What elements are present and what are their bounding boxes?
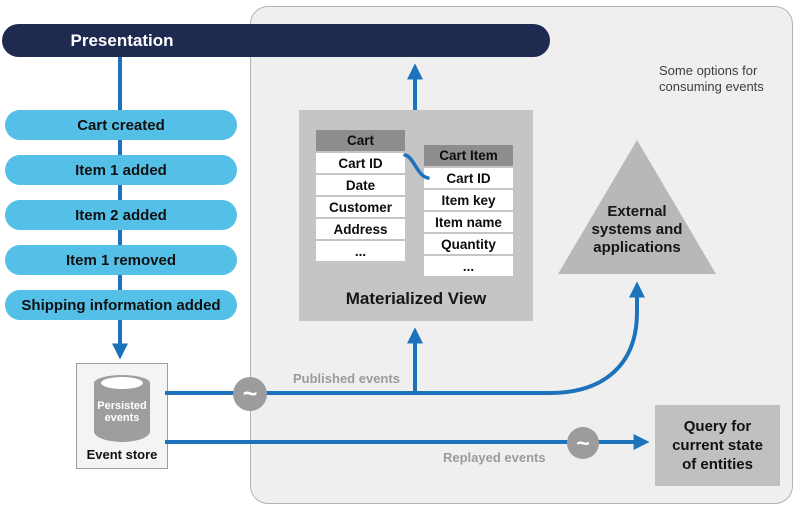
- cart-item-table-row: Cart ID: [424, 168, 513, 188]
- event-pill-label: Shipping information added: [21, 296, 221, 314]
- event-pill-label: Item 1 removed: [65, 251, 177, 269]
- cart-table-row: Cart ID: [316, 153, 405, 173]
- event-pill-item2-added: Item 2 added: [5, 200, 237, 230]
- cart-item-table: Cart Item Cart ID Item key Item name Qua…: [424, 145, 513, 276]
- cart-table: Cart Cart ID Date Customer Address ...: [316, 130, 405, 261]
- persisted-events-line2: events: [104, 412, 140, 424]
- cart-item-table-row: Item key: [424, 190, 513, 210]
- materialized-view-label: Materialized View: [345, 289, 487, 308]
- cart-item-table-row: Item name: [424, 212, 513, 232]
- replayed-event-stream-icon: ~: [567, 427, 599, 459]
- event-pill-shipping-added: Shipping information added: [5, 290, 237, 320]
- database-cylinder-icon: [94, 382, 150, 442]
- query-current-state-box: Query for current state of entities: [655, 405, 780, 486]
- options-caption: Some options for consuming events: [659, 63, 764, 95]
- tilde-glyph: ~: [576, 430, 590, 456]
- external-systems-line2: systems and: [591, 221, 683, 238]
- options-caption-line2: consuming events: [659, 79, 764, 94]
- cartid-relationship-curve: [403, 153, 430, 180]
- presentation-label: Presentation: [70, 31, 174, 50]
- event-pill-cart-created: Cart created: [5, 110, 237, 140]
- cart-table-row: Customer: [316, 197, 405, 217]
- event-pill-item1-added: Item 1 added: [5, 155, 237, 185]
- event-pill-label: Item 1 added: [75, 161, 167, 179]
- external-systems-line3: applications: [593, 239, 681, 256]
- event-pill-label: Cart created: [77, 116, 165, 134]
- presentation-pill: Presentation: [2, 24, 550, 57]
- tilde-glyph: ~: [242, 380, 258, 408]
- persisted-events-label: Persisted events: [94, 400, 150, 424]
- cart-item-table-header: Cart Item: [424, 145, 513, 166]
- event-store-label: Event store: [86, 447, 158, 462]
- replayed-events-label: Replayed events: [443, 450, 546, 465]
- query-box-line3: of entities: [682, 456, 753, 473]
- published-events-line-to-triangle-arrow: [165, 281, 645, 395]
- query-box-line2: current state: [672, 437, 763, 454]
- options-caption-line1: Some options for: [659, 63, 758, 78]
- cart-table-row: Address: [316, 219, 405, 239]
- external-systems-label: External systems and applications: [558, 203, 716, 257]
- database-cylinder-icon: [101, 377, 143, 389]
- external-systems-line1: External: [607, 203, 667, 220]
- query-box-line1: Query for: [683, 418, 752, 435]
- materialized-view-box: Cart Cart ID Date Customer Address ... C…: [299, 110, 533, 321]
- published-event-stream-icon: ~: [233, 377, 267, 411]
- cart-table-row: Date: [316, 175, 405, 195]
- cart-item-table-row: ...: [424, 256, 513, 276]
- event-pill-label: Item 2 added: [75, 206, 167, 224]
- published-events-label: Published events: [293, 371, 400, 386]
- cart-item-table-row: Quantity: [424, 234, 513, 254]
- event-pill-item1-removed: Item 1 removed: [5, 245, 237, 275]
- cart-table-row: ...: [316, 241, 405, 261]
- cart-table-header: Cart: [316, 130, 405, 151]
- persisted-events-line1: Persisted: [97, 400, 147, 412]
- event-store-box: Persisted events Event store: [76, 363, 168, 469]
